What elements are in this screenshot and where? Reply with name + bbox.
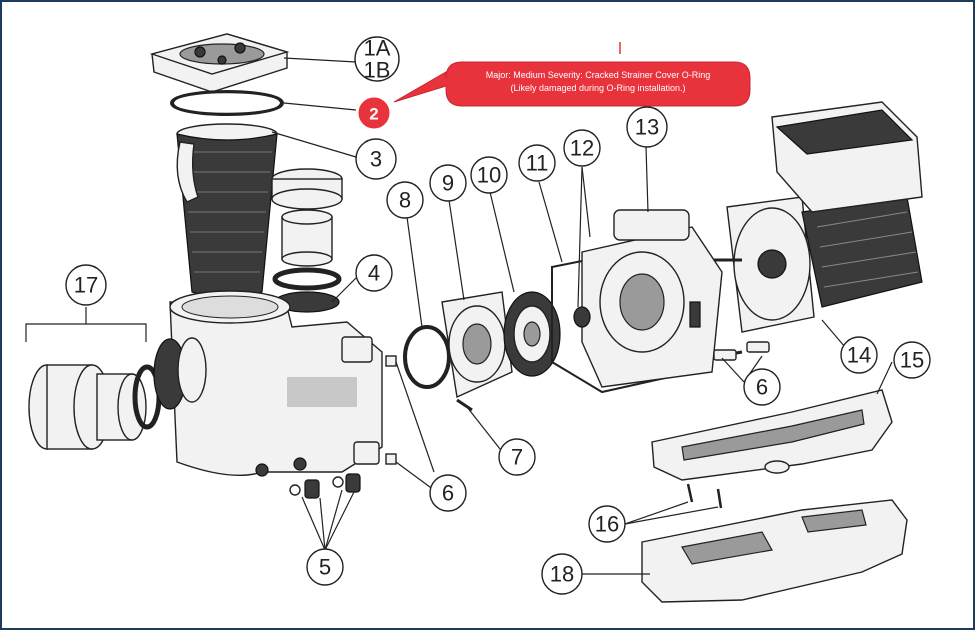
callout-5: 5 xyxy=(306,548,344,586)
callout-1a: 1A 1B xyxy=(354,36,400,83)
union-stack xyxy=(271,168,343,313)
seal-plate xyxy=(573,209,723,388)
callout-3: 3 xyxy=(355,138,397,180)
callout-7: 7 xyxy=(498,438,536,476)
svg-text:12: 12 xyxy=(570,136,594,161)
motor xyxy=(713,101,923,359)
svg-text:10: 10 xyxy=(477,163,501,188)
callout-17: 17 xyxy=(65,264,107,306)
callout-12: 12 xyxy=(563,129,601,167)
callout-label-1b: 1B xyxy=(364,58,391,83)
svg-text:6: 6 xyxy=(442,481,454,506)
strainer-basket xyxy=(176,123,278,298)
base-screws xyxy=(686,483,723,509)
callout-6-right: 6 xyxy=(743,368,781,406)
drain-plugs xyxy=(289,473,361,499)
callout-13: 13 xyxy=(626,106,668,148)
strainer-cover-o-ring xyxy=(170,90,284,116)
inlet-union-set xyxy=(28,337,207,450)
seal-plate-o-ring xyxy=(403,325,451,389)
callout-15: 15 xyxy=(893,341,931,379)
svg-text:18: 18 xyxy=(550,562,574,587)
strainer-cover xyxy=(149,33,290,93)
svg-text:6: 6 xyxy=(756,375,768,400)
defect-badge[interactable]: 2 xyxy=(357,96,391,130)
svg-text:15: 15 xyxy=(900,348,924,373)
callout-11: 11 xyxy=(518,144,556,182)
svg-text:13: 13 xyxy=(635,115,659,140)
svg-text:14: 14 xyxy=(847,343,871,368)
pump-housing xyxy=(169,290,383,477)
svg-text:11: 11 xyxy=(526,151,549,176)
defect-badge-circle[interactable] xyxy=(357,96,391,130)
svg-text:3: 3 xyxy=(370,147,382,172)
leader-lines xyxy=(25,57,893,575)
housing-nuts xyxy=(385,355,397,465)
callout-10: 10 xyxy=(470,156,508,194)
motor-base xyxy=(651,389,893,481)
defect-annotation[interactable]: Major: Medium Severity: Cracked Strainer… xyxy=(393,42,751,107)
callout-18: 18 xyxy=(541,553,583,595)
annotation-line-1: Major: Medium Severity: Cracked Strainer… xyxy=(486,70,711,80)
annotation-line-2: (Likely damaged during O-Ring installati… xyxy=(510,83,685,93)
svg-text:5: 5 xyxy=(319,555,331,580)
callout-16: 16 xyxy=(588,505,626,543)
callout-4: 4 xyxy=(355,254,393,292)
diffuser xyxy=(441,291,513,412)
callout-6-left: 6 xyxy=(429,474,467,512)
svg-text:16: 16 xyxy=(595,512,619,537)
motor-bolts xyxy=(713,341,770,361)
defect-badge-label: 2 xyxy=(369,105,378,124)
svg-text:4: 4 xyxy=(368,261,380,286)
callout-8: 8 xyxy=(386,181,424,219)
svg-text:9: 9 xyxy=(442,171,454,196)
svg-text:7: 7 xyxy=(511,445,523,470)
callout-14: 14 xyxy=(840,336,878,374)
callout-9: 9 xyxy=(429,164,467,202)
svg-text:8: 8 xyxy=(399,188,411,213)
callout-label-1a: 1A xyxy=(364,36,391,61)
svg-text:17: 17 xyxy=(74,273,98,298)
annotation-bubble[interactable] xyxy=(393,61,751,107)
impeller xyxy=(503,291,561,377)
pump-stand xyxy=(641,499,908,603)
